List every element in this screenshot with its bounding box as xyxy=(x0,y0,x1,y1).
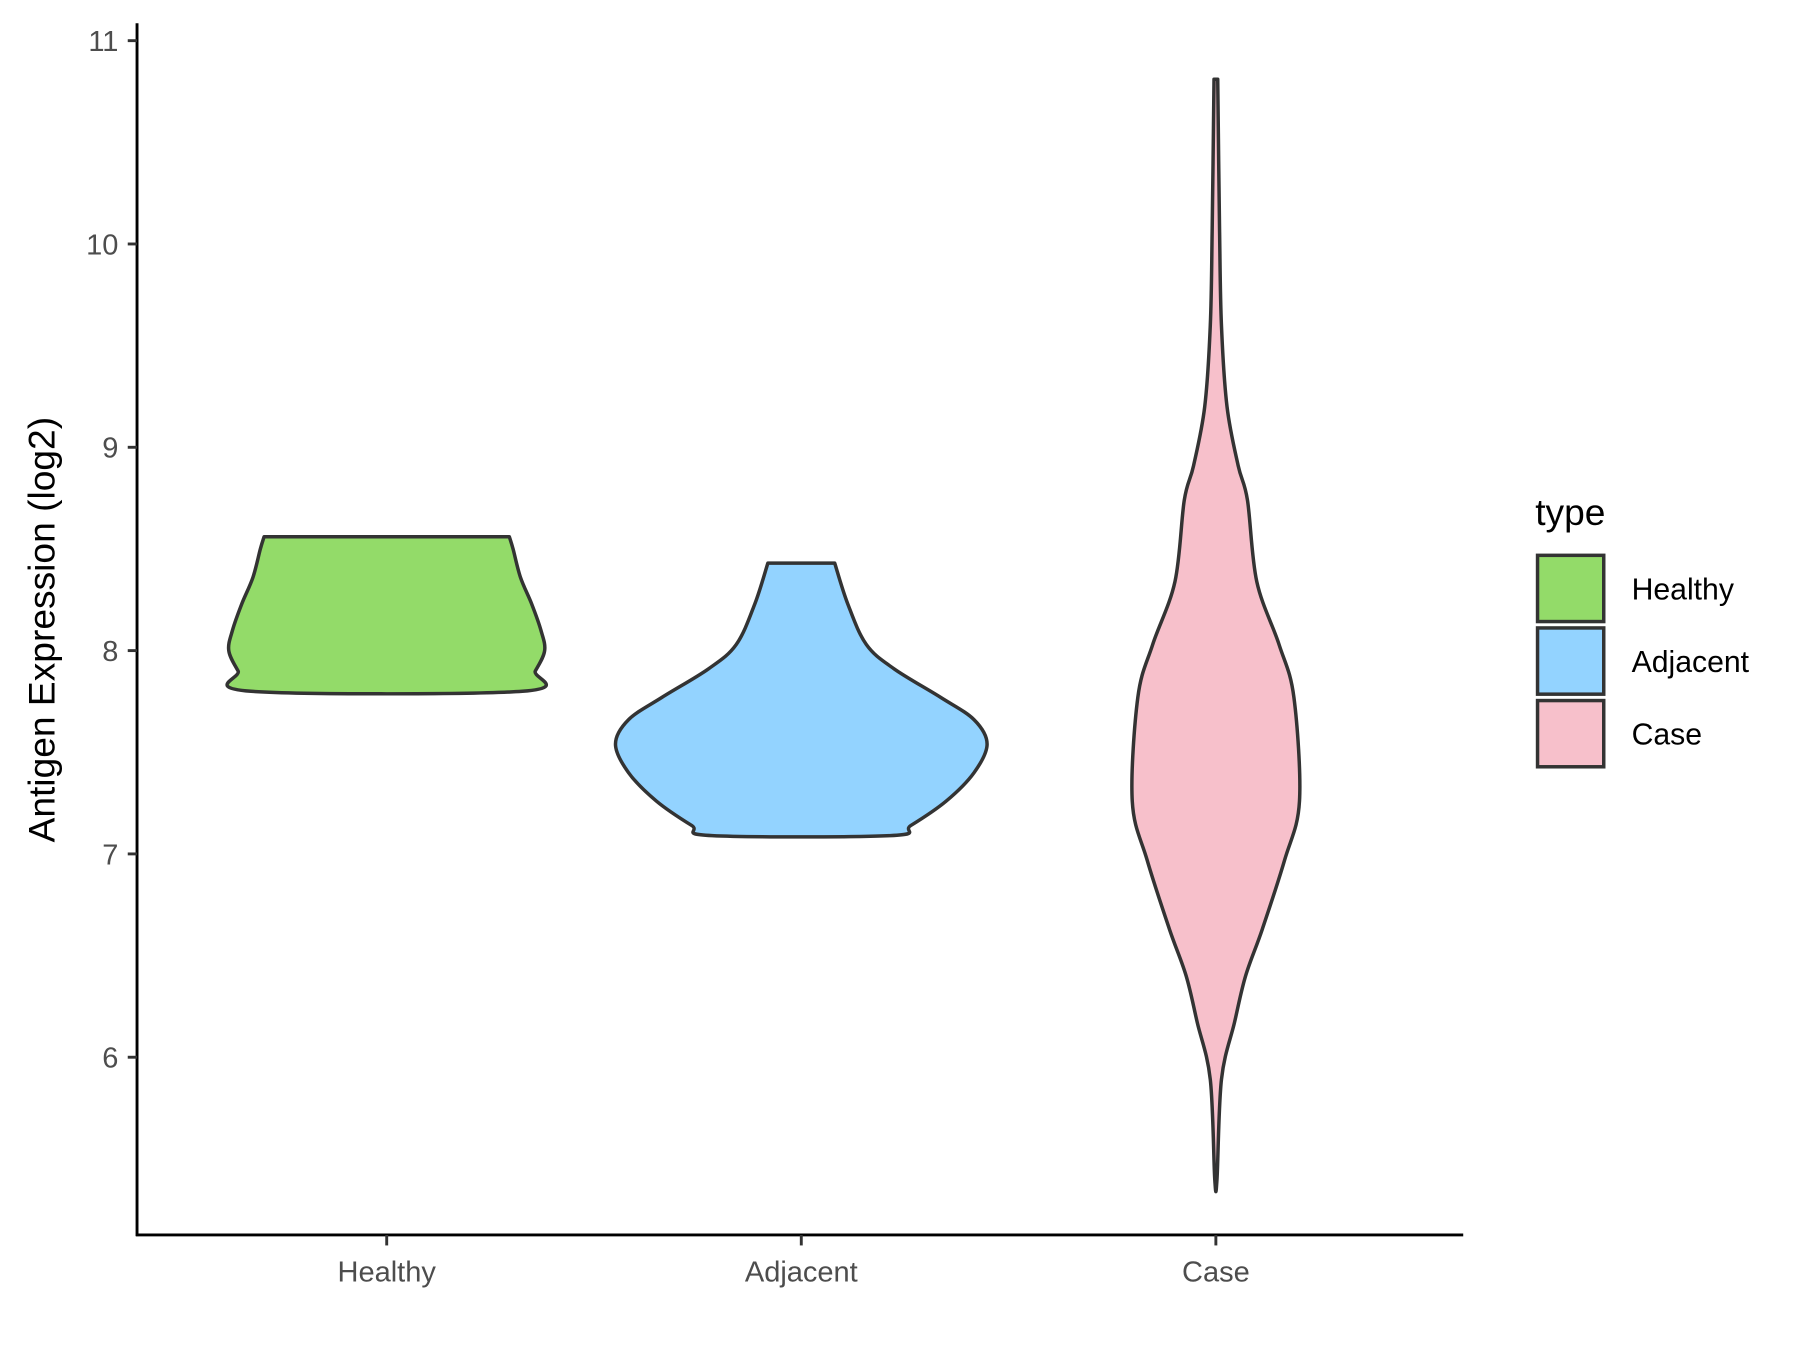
legend-label: Case xyxy=(1632,719,1702,752)
x-tick-label: Adjacent xyxy=(745,1256,858,1288)
y-axis-label: Antigen Expression (log2) xyxy=(21,417,63,843)
x-tick-label: Healthy xyxy=(338,1256,437,1288)
legend-label: Adjacent xyxy=(1632,646,1750,679)
legend-key-adjacent xyxy=(1535,626,1606,696)
y-tick-label: 9 xyxy=(102,433,118,465)
violin-adjacent xyxy=(613,561,989,839)
y-tick-label: 11 xyxy=(88,26,118,58)
legend-label: Healthy xyxy=(1632,573,1735,606)
violin-case xyxy=(1130,77,1302,1194)
y-tick-label: 8 xyxy=(102,636,118,668)
legend-key-case xyxy=(1535,698,1606,769)
y-tick-label: 7 xyxy=(102,839,118,871)
violin-healthy xyxy=(225,535,549,696)
y-tick-label: 6 xyxy=(102,1043,118,1075)
legend-key-healthy xyxy=(1535,553,1606,624)
x-tick-label: Case xyxy=(1182,1256,1250,1288)
legend-title: type xyxy=(1535,491,1605,533)
y-tick-label: 10 xyxy=(86,229,118,261)
